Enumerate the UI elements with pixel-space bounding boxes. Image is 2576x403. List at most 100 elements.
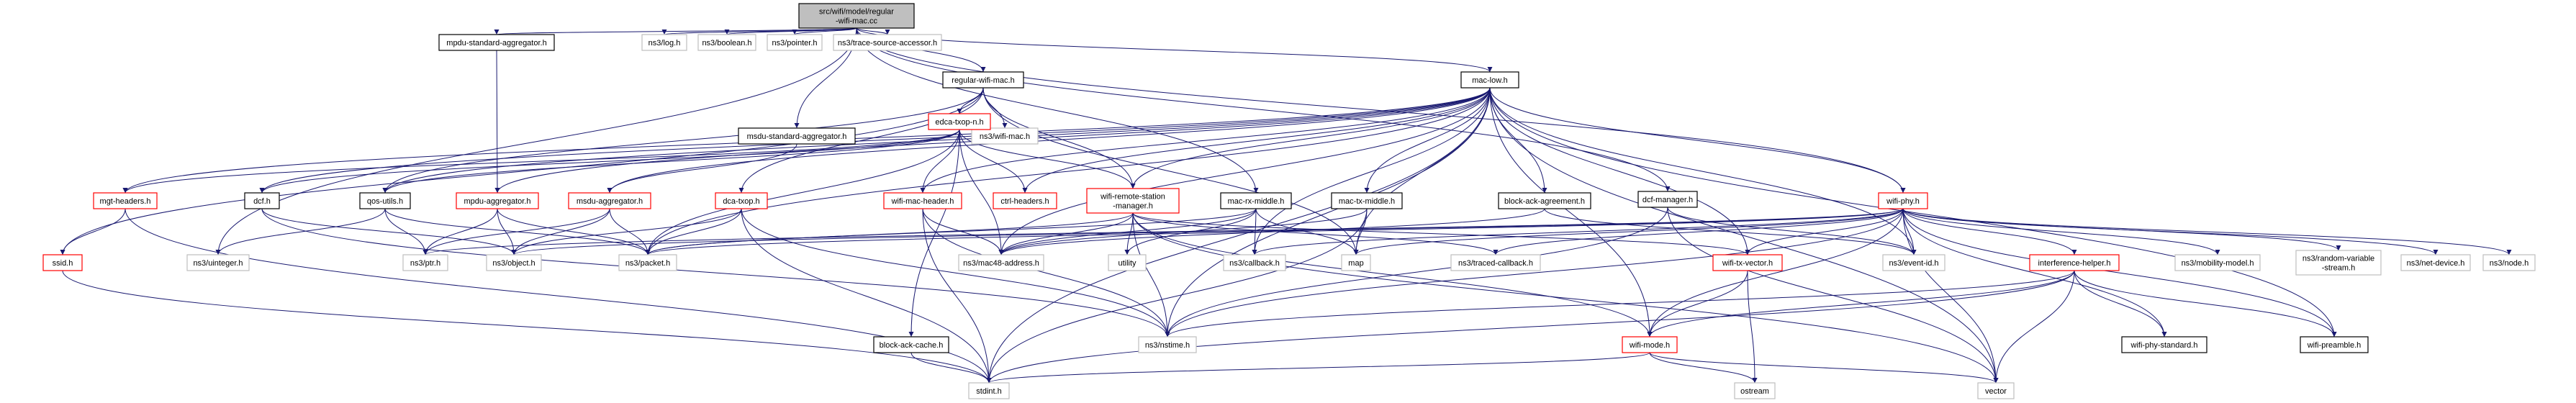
node-log: ns3/log.h (641, 34, 687, 51)
edge-dcf_manager_h-to-ns3_event_id (1667, 207, 1917, 255)
edge-root-to-mac_low_h (856, 27, 1493, 73)
node-ns3_callback: ns3/callback.h (1223, 254, 1286, 271)
node-label-wifi_phy_standard_h: wifi-phy-standard.h (2130, 341, 2198, 350)
node-msdu_std_agg_h[interactable]: msdu-standard-aggregator.h (738, 127, 856, 145)
node-box-msdu_std_agg_h[interactable] (738, 127, 856, 145)
edge-edca_txop_n_h-to-ns3_packet (645, 129, 960, 255)
node-label-ns3_uinteger: ns3/uinteger.h (193, 259, 243, 268)
node-box-edca_txop_n_h[interactable] (928, 113, 991, 130)
node-box-dcf_manager_h[interactable] (1637, 191, 1698, 208)
node-box-wifi_preamble_h[interactable] (2300, 336, 2369, 353)
node-wifi_tx_vector_h[interactable]: wifi-tx-vector.h (1712, 254, 1783, 271)
node-label-msdu_std_agg_h: msdu-standard-aggregator.h (747, 132, 847, 141)
node-wifi_phy_h[interactable]: wifi-phy.h (1878, 192, 1928, 209)
node-box-qos_utils_h[interactable] (359, 192, 411, 209)
node-box-wifi_remote_station_mgr_h[interactable] (1086, 188, 1180, 214)
node-qos_utils_h[interactable]: qos-utils.h (359, 192, 411, 209)
node-wifi_mac_header_h[interactable]: wifi-mac-header.h (883, 192, 962, 209)
node-mgt_headers_h[interactable]: mgt-headers.h (93, 192, 158, 209)
edge-interference_helper_h-to-vector (1993, 270, 2075, 384)
node-ssid_h[interactable]: ssid.h (42, 254, 83, 271)
edge-mac_low_h-to-vector (1489, 87, 1999, 384)
node-label-mpdu_std_agg_h: mpdu-standard-aggregator.h (446, 39, 546, 47)
node-box-block_ack_cache_h[interactable] (873, 336, 949, 353)
node-box-wifi_phy_h[interactable] (1878, 192, 1928, 209)
edge-mac_low_h-to-dcf_h (259, 87, 1491, 194)
node-box-wifi_phy_standard_h[interactable] (2121, 336, 2207, 353)
node-label-root: -wifi-mac.cc (836, 17, 878, 26)
node-box-mac_rx_middle_h[interactable] (1220, 192, 1292, 209)
node-ns3_ptr: ns3/ptr.h (402, 254, 448, 271)
node-block_ack_agreement_h[interactable]: block-ack-agreement.h (1498, 192, 1591, 209)
node-mpdu_std_agg_h[interactable]: mpdu-standard-aggregator.h (438, 34, 555, 51)
node-wifi_phy_standard_h[interactable]: wifi-phy-standard.h (2121, 336, 2207, 353)
edge-edca_txop_n_h-to-wifi_remote_station_mgr_h (959, 129, 1136, 189)
node-root[interactable]: src/wifi/model/regular-wifi-mac.cc (798, 3, 915, 29)
node-wifi_remote_station_mgr_h[interactable]: wifi-remote-station-manager.h (1086, 188, 1180, 214)
node-dca_txop_h[interactable]: dca-txop.h (715, 192, 768, 209)
node-map: map (1341, 254, 1371, 271)
node-label-dcf_h: dcf.h (253, 197, 271, 206)
node-label-wifi_tx_vector_h: wifi-tx-vector.h (1722, 259, 1773, 268)
node-box-regular_wifi_mac_h[interactable] (942, 71, 1024, 89)
node-wifi_mode_h[interactable]: wifi-mode.h (1622, 336, 1678, 353)
edge-interference_helper_h-to-stdint (986, 270, 2075, 384)
node-label-pointer: ns3/pointer.h (772, 39, 818, 47)
edge-regular_wifi_mac_h-to-dca_txop_h (738, 87, 984, 194)
edge-wifi_phy_h-to-ns3_callback (1252, 208, 1904, 255)
node-interference_helper_h[interactable]: interference-helper.h (2029, 254, 2120, 271)
node-mpdu_aggregator_h[interactable]: mpdu-aggregator.h (456, 192, 539, 209)
edge-mac_low_h-to-wifi_remote_station_mgr_h (1130, 87, 1491, 189)
edge-edca_txop_n_h-to-block_ack_cache_h (908, 129, 960, 338)
node-box-dca_txop_h[interactable] (715, 192, 768, 209)
node-box-dcf_h[interactable] (244, 192, 280, 209)
node-edca_txop_n_h[interactable]: edca-txop-n.h (928, 113, 991, 130)
edge-edca_txop_n_h-to-qos_utils_h (382, 129, 960, 194)
node-mac_tx_middle_h[interactable]: mac-tx-middle.h (1331, 192, 1403, 209)
edge-regular_wifi_mac_h-to-wifi_remote_station_mgr_h (982, 87, 1136, 189)
node-ctrl_headers_h[interactable]: ctrl-headers.h (993, 192, 1057, 209)
node-mac_low_h[interactable]: mac-low.h (1460, 71, 1519, 89)
node-ns3_object: ns3/object.h (486, 254, 542, 271)
node-wifi_preamble_h[interactable]: wifi-preamble.h (2300, 336, 2369, 353)
node-box-root[interactable] (798, 3, 915, 29)
node-msdu_aggregator_h[interactable]: msdu-aggregator.h (568, 192, 651, 209)
node-box-ns3_mobility (2174, 254, 2261, 271)
node-box-mpdu_std_agg_h[interactable] (438, 34, 555, 51)
edge-msdu_aggregator_h-to-ns3_ptr (422, 208, 610, 255)
edge-mac_low_h-to-qos_utils_h (382, 87, 1491, 194)
node-block_ack_cache_h[interactable]: block-ack-cache.h (873, 336, 949, 353)
node-box-wifi_tx_vector_h[interactable] (1712, 254, 1783, 271)
node-box-ns3_random_var (2295, 250, 2382, 276)
node-box-ctrl_headers_h[interactable] (993, 192, 1057, 209)
node-box-mpdu_aggregator_h[interactable] (456, 192, 539, 209)
node-box-ostream (1734, 382, 1776, 399)
node-ns3_event_id: ns3/event-id.h (1882, 254, 1945, 271)
node-box-log (641, 34, 687, 51)
node-label-msdu_aggregator_h: msdu-aggregator.h (577, 197, 643, 206)
edge-dca_txop_h-to-ns3_packet (645, 208, 742, 255)
node-dcf_manager_h[interactable]: dcf-manager.h (1637, 191, 1698, 208)
node-mac_rx_middle_h[interactable]: mac-rx-middle.h (1220, 192, 1292, 209)
node-label-wifi_remote_station_mgr_h: wifi-remote-station (1100, 193, 1165, 202)
edge-wifi_phy_h-to-wifi_preamble_h (1902, 208, 2337, 338)
node-box-block_ack_agreement_h[interactable] (1498, 192, 1591, 209)
edge-mpdu_aggregator_h-to-ns3_object (497, 208, 517, 255)
node-box-mac_tx_middle_h[interactable] (1331, 192, 1403, 209)
node-box-interference_helper_h[interactable] (2029, 254, 2120, 271)
edge-wifi_tx_vector_h-to-wifi_mode_h (1647, 270, 1748, 338)
node-box-wifi_mode_h[interactable] (1622, 336, 1678, 353)
node-dcf_h[interactable]: dcf.h (244, 192, 280, 209)
node-box-mgt_headers_h[interactable] (93, 192, 158, 209)
node-box-ns3_node (2482, 254, 2536, 271)
node-box-msdu_aggregator_h[interactable] (568, 192, 651, 209)
edge-mac_low_h-to-ns3_packet (645, 87, 1491, 255)
edge-ssid_h-to-stdint (62, 270, 992, 384)
node-box-mac_low_h[interactable] (1460, 71, 1519, 89)
node-box-wifi_mac_header_h[interactable] (883, 192, 962, 209)
node-regular_wifi_mac_h[interactable]: regular-wifi-mac.h (942, 71, 1024, 89)
node-box-ssid_h[interactable] (42, 254, 83, 271)
node-label-ns3_ptr: ns3/ptr.h (410, 259, 440, 268)
node-label-ctrl_headers_h: ctrl-headers.h (1000, 197, 1049, 206)
edge-interference_helper_h-to-wifi_phy_standard_h (2074, 270, 2167, 338)
